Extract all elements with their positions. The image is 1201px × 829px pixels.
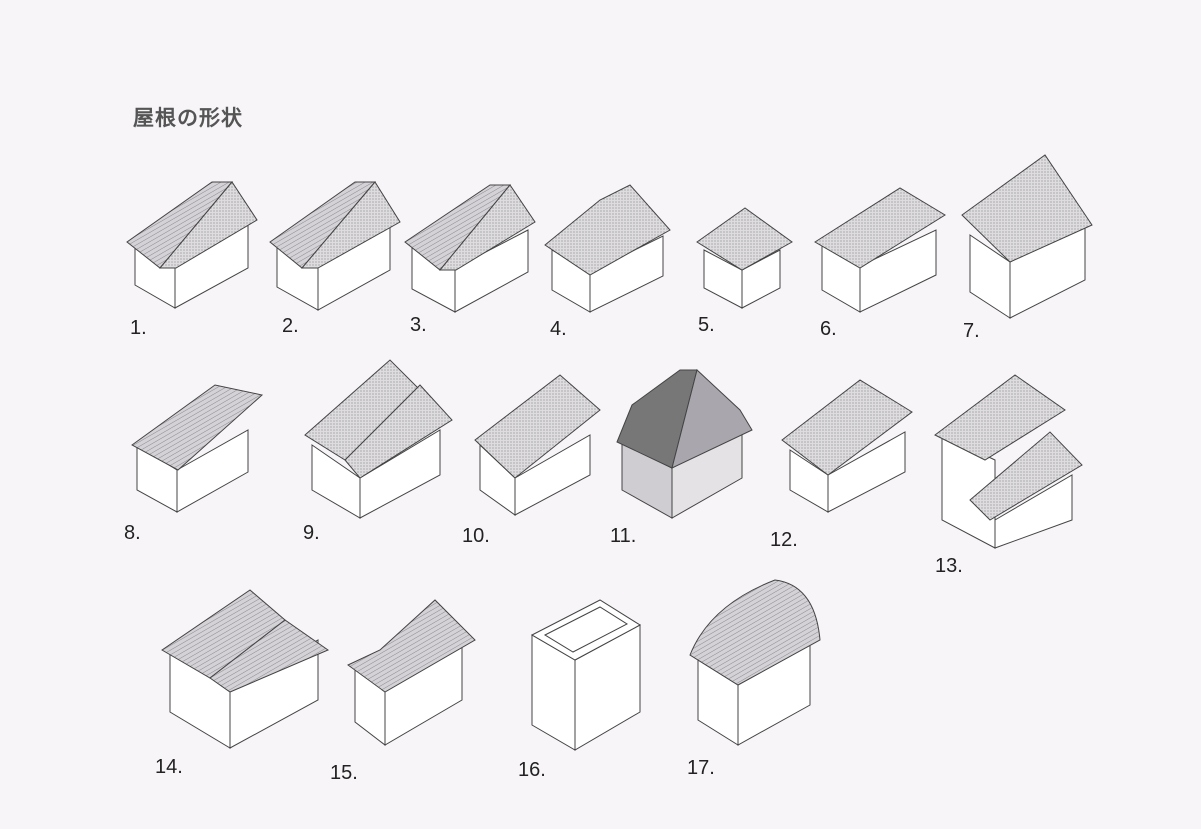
figure-label: 8. bbox=[124, 522, 141, 544]
figure-label: 10. bbox=[462, 525, 490, 547]
figure-label: 6. bbox=[820, 318, 837, 340]
roof-11-gambrel bbox=[616, 369, 753, 519]
roof-13 bbox=[934, 374, 1083, 549]
figure-label: 1. bbox=[130, 317, 147, 339]
figure-label: 3. bbox=[410, 314, 427, 336]
figure-label: 13. bbox=[935, 555, 963, 577]
figure-label: 2. bbox=[282, 315, 299, 337]
roof-10 bbox=[474, 374, 601, 516]
roof-3 bbox=[404, 184, 536, 313]
figure-label: 14. bbox=[155, 756, 183, 778]
figure-label: 7. bbox=[963, 320, 980, 342]
roof-2 bbox=[269, 181, 401, 311]
roof-8 bbox=[131, 384, 264, 513]
figure-label: 12. bbox=[770, 529, 798, 551]
roof-4-hip bbox=[544, 184, 671, 313]
roof-1-gable bbox=[126, 181, 258, 309]
roof-6 bbox=[814, 187, 946, 313]
roof-7-shed bbox=[961, 154, 1093, 319]
roof-15-butterfly bbox=[347, 599, 476, 747]
figure-label: 15. bbox=[330, 762, 358, 784]
roof-12 bbox=[781, 379, 913, 513]
figure-label: 11. bbox=[610, 525, 637, 547]
figure-label: 17. bbox=[687, 757, 715, 779]
roof-16-flat bbox=[530, 599, 641, 751]
roof-14 bbox=[161, 589, 330, 749]
roof-9 bbox=[304, 359, 453, 519]
figure-label: 16. bbox=[518, 759, 546, 781]
figure-label: 4. bbox=[550, 318, 567, 340]
roof-17-curved bbox=[689, 579, 821, 746]
page-title: 屋根の形状 bbox=[133, 106, 243, 130]
figure-label: 9. bbox=[303, 522, 320, 544]
figure-label: 5. bbox=[698, 314, 715, 336]
roof-5-pyramid bbox=[696, 207, 793, 309]
